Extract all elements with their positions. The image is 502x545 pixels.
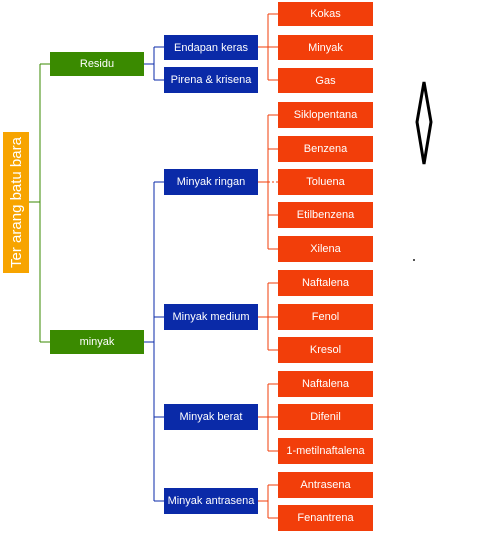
node-xilena: Xilena [278,236,373,262]
node-label: Minyak [308,41,343,54]
node-benzena: Benzena [278,136,373,162]
node-label: Fenantrena [297,512,354,524]
node-naftalena-medium: Naftalena [278,270,373,296]
node-label: Xilena [310,243,341,255]
node-label: 1-metilnaftalena [286,445,365,457]
node-label: Minyak ringan [176,176,246,188]
root-node: Ter arang batu bara [3,132,29,273]
node-label: Pirena & krisena [170,74,252,86]
node-label: Gas [315,74,336,87]
node-label: Endapan keras [174,41,248,54]
node-label: Difenil [310,411,341,423]
node-pirena-krisena: Pirena & krisena [164,67,258,93]
node-kresol: Kresol [278,337,373,363]
node-label: Toluena [306,176,345,188]
diamond-outline-icon [415,81,433,165]
node-fenantrena: Fenantrena [278,505,373,531]
node-minyak-antrasena: Minyak antrasena [164,488,258,514]
node-1-metilnaftalena: 1-metilnaftalena [278,438,373,464]
node-label: Kokas [310,8,341,20]
node-label: Fenol [311,311,340,323]
node-difenil: Difenil [278,404,373,430]
node-antrasena: Antrasena [278,472,373,498]
node-siklopentana: Siklopentana [278,102,373,128]
node-label: Residu [79,58,115,70]
node-label: Minyak medium [172,311,250,323]
node-toluena: Toluena [278,169,373,195]
node-label: minyak [79,336,115,348]
node-minyak-berat: Minyak berat [164,404,258,430]
node-fenol: Fenol [278,304,373,330]
node-gas: Gas [278,68,373,93]
node-label: Naftalena [301,277,350,289]
node-endapan-keras: Endapan keras [164,35,258,60]
node-label: Kresol [309,344,342,356]
node-minyak-endapan: Minyak [278,35,373,60]
node-label: Siklopentana [293,109,358,121]
node-residu: Residu [50,52,144,76]
node-naftalena-berat: Naftalena [278,371,373,397]
node-minyak-medium: Minyak medium [164,304,258,330]
node-label: Etilbenzena [296,209,355,221]
stray-dot [413,259,415,261]
node-label: Minyak antrasena [167,495,255,507]
node-minyak-ringan: Minyak ringan [164,169,258,195]
node-label: Minyak berat [179,411,243,423]
root-label: Ter arang batu bara [7,137,25,268]
node-label: Naftalena [301,378,350,390]
node-kokas: Kokas [278,2,373,26]
node-minyak: minyak [50,330,144,354]
node-label: Benzena [303,143,348,155]
node-etilbenzena: Etilbenzena [278,202,373,228]
node-label: Antrasena [300,479,351,491]
